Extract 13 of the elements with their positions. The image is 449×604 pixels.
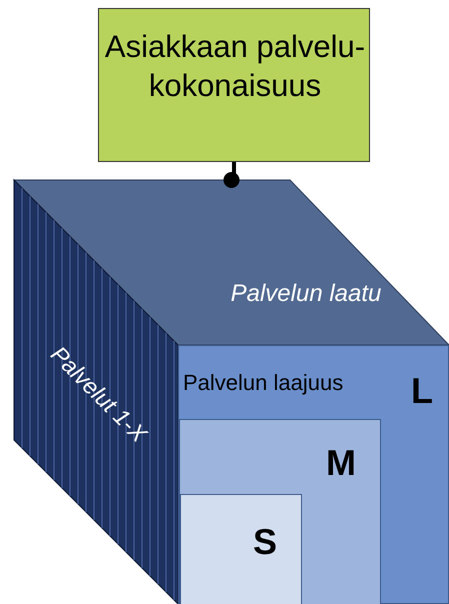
size-panel <box>180 494 302 604</box>
size-panel <box>179 419 381 604</box>
side-face <box>14 180 178 604</box>
size-letter: L <box>411 370 433 412</box>
leader-line <box>224 162 240 188</box>
label-box <box>98 8 370 162</box>
front-face <box>178 345 449 604</box>
face-label: Palvelun laatu <box>230 279 382 309</box>
size-letter: S <box>253 521 278 563</box>
face-label: Palvelun laajuus <box>183 370 344 396</box>
top-face <box>14 180 449 345</box>
size-letter: M <box>326 442 356 484</box>
box-label: Asiakkaan palvelu- kokonaisuus <box>104 28 366 105</box>
